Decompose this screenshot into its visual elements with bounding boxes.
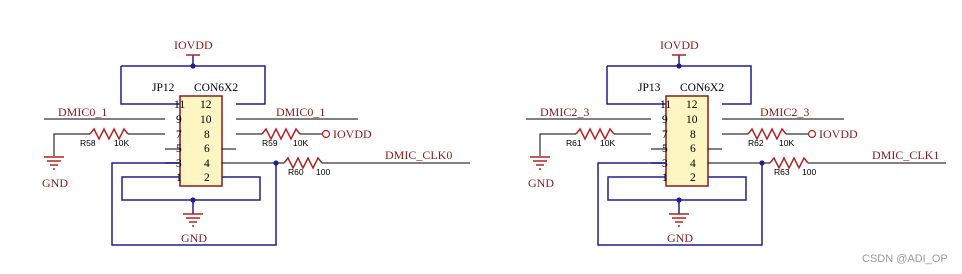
clk-label: DMIC_CLK0 <box>385 148 452 162</box>
pin-2: 2 <box>690 172 696 184</box>
r58-name: R58 <box>80 138 96 148</box>
pin3-loop <box>111 162 277 246</box>
pin-3: 3 <box>662 158 668 170</box>
pin-3: 3 <box>176 158 182 170</box>
r60-value: 100 <box>316 167 330 177</box>
pin11-wire <box>120 66 180 105</box>
r58-value: 10K <box>114 138 129 148</box>
iovdd-terminal <box>807 129 817 139</box>
power-label: IOVDD <box>660 38 699 52</box>
watermark: CSDN @ADI_OP <box>862 253 948 265</box>
pin-4: 4 <box>690 158 696 170</box>
gnd-left-label: GND <box>528 176 554 190</box>
resistor-r60 <box>283 156 323 170</box>
pin-9: 9 <box>662 114 668 126</box>
r59-value: 10K <box>293 138 308 148</box>
r60-name: R60 <box>288 167 304 177</box>
junction-dot <box>676 197 682 203</box>
pin-9: 9 <box>176 114 182 126</box>
circuit-jp12: IOVDD JP12 CON6X2 11 9 7 5 3 1 12 10 8 6… <box>42 38 470 246</box>
pin-7: 7 <box>176 129 182 141</box>
resistor-r59 <box>261 127 301 141</box>
resistor-r61 <box>575 127 615 141</box>
gnd-left-label: GND <box>42 176 68 190</box>
resistor-r63 <box>769 156 809 170</box>
iovdd-right-label: IOVDD <box>333 127 372 141</box>
power-label: IOVDD <box>174 38 213 52</box>
gnd-bottom-label: GND <box>181 231 207 245</box>
r61-name: R61 <box>566 138 582 148</box>
con-label: CON6X2 <box>680 82 724 94</box>
r62-name: R62 <box>748 138 764 148</box>
circuit-jp13: IOVDD JP13 CON6X2 11 9 7 5 3 1 12 10 8 6… <box>526 38 946 246</box>
pin-1: 1 <box>662 172 668 184</box>
pin-6: 6 <box>204 143 210 155</box>
pin-10: 10 <box>686 114 698 126</box>
con-label: CON6X2 <box>194 82 238 94</box>
junction-dot <box>190 197 196 203</box>
pin12-wire <box>607 65 752 105</box>
pin-11: 11 <box>660 99 671 111</box>
pin-6: 6 <box>690 143 696 155</box>
pin-8: 8 <box>204 129 210 141</box>
left-signal-label: DMIC2_3 <box>540 105 589 119</box>
r59-name: R59 <box>262 138 278 148</box>
pin-12: 12 <box>200 99 212 111</box>
pin-2: 2 <box>204 172 210 184</box>
resistor-r62 <box>747 127 787 141</box>
resistor-r58 <box>89 127 129 141</box>
r61-value: 10K <box>600 138 615 148</box>
right-signal-label: DMIC2_3 <box>760 105 809 119</box>
gnd-left-wire <box>53 133 90 156</box>
gnd-bottom-label: GND <box>667 231 693 245</box>
r62-value: 10K <box>779 138 794 148</box>
pin-7: 7 <box>662 129 668 141</box>
iovdd-terminal <box>321 129 331 139</box>
right-signal-label: DMIC0_1 <box>276 105 325 119</box>
pin11-wire <box>606 66 666 105</box>
left-signal-label: DMIC0_1 <box>58 105 107 119</box>
pin-10: 10 <box>200 114 212 126</box>
pin-12: 12 <box>686 99 698 111</box>
jp-label: JP12 <box>152 82 175 94</box>
pin-1: 1 <box>176 172 182 184</box>
jp-label: JP13 <box>638 82 661 94</box>
clk-label: DMIC_CLK1 <box>872 148 939 162</box>
gnd-left-wire <box>539 133 576 156</box>
pin-4: 4 <box>204 158 210 170</box>
connector-header <box>179 95 223 187</box>
connector-header <box>665 95 709 187</box>
pin3-loop <box>597 162 763 246</box>
pin-8: 8 <box>690 129 696 141</box>
r63-value: 100 <box>802 167 816 177</box>
pin-11: 11 <box>174 99 185 111</box>
iovdd-right-label: IOVDD <box>819 127 858 141</box>
pin12-wire <box>121 65 266 105</box>
r63-name: R63 <box>774 167 790 177</box>
